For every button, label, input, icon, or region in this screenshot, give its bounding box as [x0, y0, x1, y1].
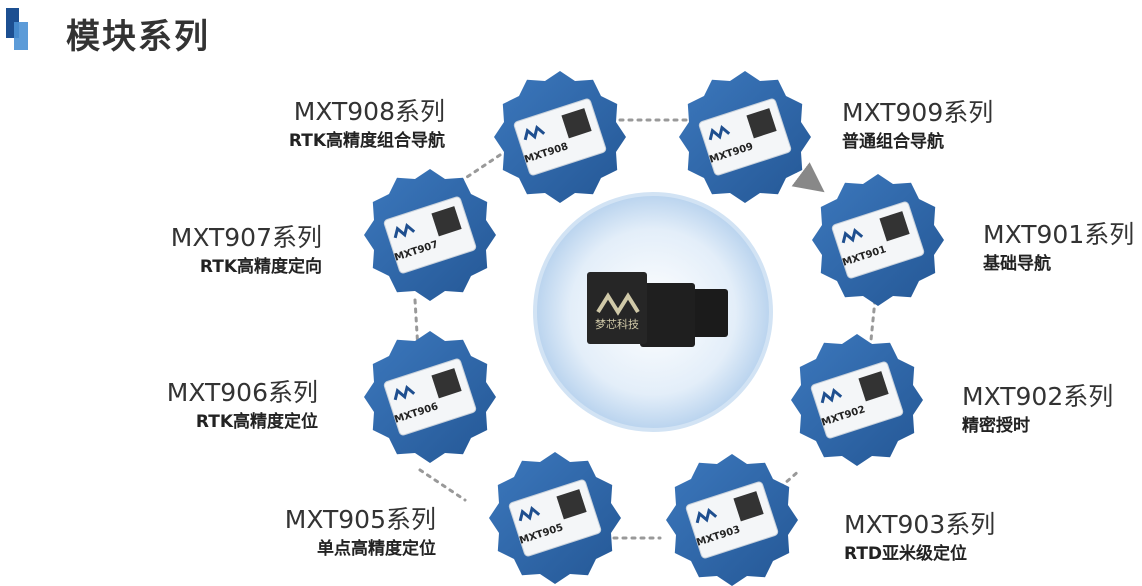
module-906-label: MXT906系列 RTK高精度定位 — [167, 380, 318, 431]
module-909-label: MXT909系列 普通组合导航 — [842, 100, 993, 151]
module-908-badge: MXT908 — [494, 71, 626, 203]
module-chip-icon: MXT906 — [383, 358, 477, 436]
module-chip-icon: MXT901 — [831, 201, 925, 279]
module-name: MXT901系列 — [983, 220, 1135, 249]
module-name: MXT908系列 — [293, 97, 445, 126]
brand-text: 梦芯科技 — [595, 317, 639, 331]
module-desc: 普通组合导航 — [842, 132, 944, 152]
module-desc: RTK高精度定向 — [199, 257, 322, 277]
module-chip-icon: MXT902 — [810, 361, 904, 439]
module-902-label: MXT902系列 精密授时 — [962, 384, 1113, 435]
module-chip-icon: MXT907 — [383, 196, 477, 274]
chip-cluster-icon: 梦芯科技 — [587, 272, 728, 347]
module-name: MXT902系列 — [962, 382, 1114, 411]
module-903-label: MXT903系列 RTD亚米级定位 — [844, 512, 995, 563]
module-907-badge: MXT907 — [364, 169, 496, 301]
module-903-badge: MXT903 — [666, 454, 798, 586]
module-901-label: MXT901系列 基础导航 — [983, 222, 1134, 273]
module-901-badge: MXT901 — [812, 174, 944, 306]
module-desc: 单点高精度定位 — [317, 539, 436, 559]
module-name: MXT903系列 — [844, 510, 996, 539]
direction-arrow — [791, 162, 825, 193]
module-desc: 基础导航 — [983, 254, 1051, 274]
module-name: MXT907系列 — [170, 223, 322, 252]
center-hub: 梦芯科技 — [533, 192, 773, 432]
module-905-badge: MXT905 — [489, 452, 621, 584]
module-name: MXT906系列 — [166, 378, 318, 407]
module-chip-icon: MXT908 — [513, 98, 607, 176]
connection-ring — [413, 118, 877, 540]
module-desc: RTD亚米级定位 — [844, 544, 968, 564]
module-chip-icon: MXT903 — [685, 481, 779, 559]
module-chip-icon: MXT905 — [508, 479, 602, 557]
module-name: MXT909系列 — [842, 98, 994, 127]
module-908-label: MXT908系列 RTK高精度组合导航 — [289, 99, 445, 150]
module-902-badge: MXT902 — [791, 334, 923, 466]
module-name: MXT905系列 — [284, 505, 436, 534]
title-accent-icon — [6, 8, 36, 50]
module-909-badge: MXT909 — [679, 71, 811, 203]
module-chip-icon: MXT909 — [698, 98, 792, 176]
module-desc: RTK高精度组合导航 — [288, 131, 445, 151]
module-907-label: MXT907系列 RTK高精度定向 — [171, 225, 322, 276]
page-title: 模块系列 — [66, 17, 210, 57]
module-desc: RTK高精度定位 — [195, 412, 318, 432]
module-906-badge: MXT906 — [364, 331, 496, 463]
module-905-label: MXT905系列 单点高精度定位 — [285, 507, 436, 558]
module-desc: 精密授时 — [962, 416, 1030, 436]
